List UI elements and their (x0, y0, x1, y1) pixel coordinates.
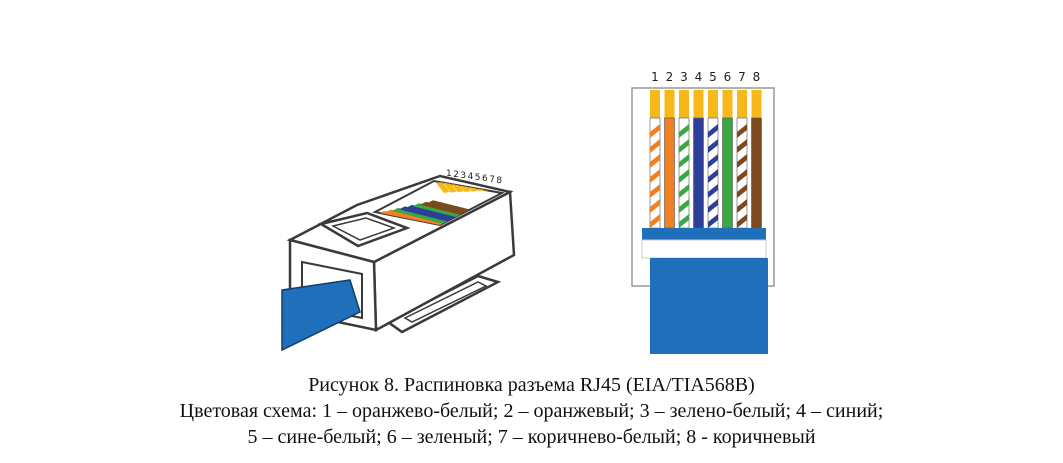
front-view-jacket (642, 228, 766, 240)
wire-pin-1 (649, 90, 661, 229)
caption-color-scheme-line1: Цветовая схема: 1 – оранжево-белый; 2 – … (179, 400, 884, 422)
contact-pin-2 (664, 90, 675, 118)
wire-pin-8 (751, 90, 762, 229)
front-view-wires (649, 90, 762, 229)
plug-pin-number-2: 2 (453, 170, 459, 180)
plug-pin-number-3: 3 (460, 171, 466, 181)
wire-pin-6 (722, 90, 733, 229)
front-view-cable (650, 258, 768, 354)
contact-pin-4 (693, 90, 704, 118)
contact-pin-5 (708, 90, 718, 118)
contact-pin-8 (751, 90, 762, 118)
wire-pin-7 (736, 90, 748, 229)
caption-color-scheme-line2: 5 – сине-белый; 6 – зеленый; 7 – коричне… (247, 426, 816, 448)
pin-number-1: 1 (651, 70, 659, 84)
pin-number-5: 5 (709, 70, 717, 84)
plug-pin-number-8: 8 (496, 176, 502, 186)
pin-number-7: 7 (738, 70, 746, 84)
plug-wire-4 (399, 206, 465, 225)
plug-cable (281, 279, 361, 352)
pin-number-6: 6 (724, 70, 732, 84)
wire-pin-2 (664, 90, 675, 229)
pin-number-2: 2 (666, 70, 674, 84)
contact-pin-1 (650, 90, 660, 118)
plug-contact-1 (436, 182, 450, 193)
caption-title: Рисунок 8. Распиновка разъема RJ45 (EIA/… (308, 374, 755, 396)
contact-pin-6 (722, 90, 733, 118)
contact-pin-3 (679, 90, 689, 118)
plug-pin-number-7: 7 (489, 175, 495, 185)
plug-wire-2 (385, 209, 451, 225)
plug-pin-number-4: 4 (468, 172, 474, 182)
pin-number-8: 8 (753, 70, 761, 84)
figure-caption: Рисунок 8. Распиновка разъема RJ45 (EIA/… (0, 372, 1063, 450)
wire-pin-4 (693, 90, 704, 229)
plug-wire-3 (392, 207, 458, 225)
contact-pin-7 (737, 90, 747, 118)
plug-pin-number-1: 1 (446, 169, 452, 179)
plug-pin-number-5: 5 (475, 173, 481, 183)
wire-pin-5 (707, 90, 719, 229)
plug-pin-number-6: 6 (482, 174, 488, 184)
pin-number-3: 3 (680, 70, 688, 84)
wire-pin-3 (678, 90, 690, 229)
pin-number-4: 4 (695, 70, 703, 84)
plug-contact-2 (443, 181, 457, 193)
